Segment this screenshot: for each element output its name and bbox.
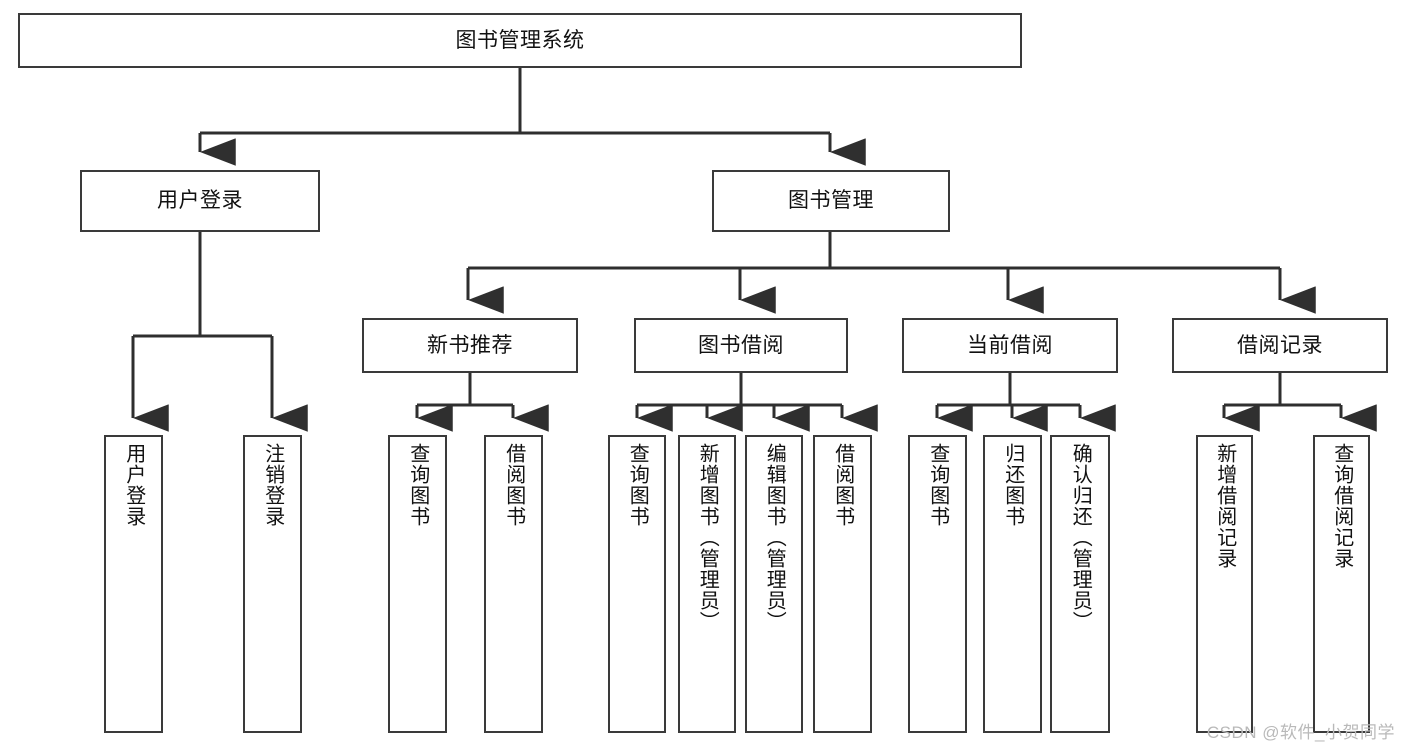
node-new-book-recommend-label: 新书推荐 [427, 333, 513, 357]
leaf-edit-book[interactable]: 编辑图书（管理员） [745, 435, 803, 733]
node-user-login[interactable]: 用户登录 [80, 170, 320, 232]
node-borrow-record[interactable]: 借阅记录 [1172, 318, 1388, 373]
leaf-query-borrow-record[interactable]: 查询借阅记录 [1313, 435, 1370, 733]
node-root-label: 图书管理系统 [455, 28, 585, 52]
leaf-query-book-borrow-label: 查询图书 [626, 443, 649, 527]
leaf-add-book[interactable]: 新增图书（管理员） [678, 435, 736, 733]
leaf-query-book-current-label: 查询图书 [926, 443, 949, 527]
node-book-borrow[interactable]: 图书借阅 [634, 318, 848, 373]
leaf-user-logout[interactable]: 注销登录 [243, 435, 302, 733]
node-user-login-label: 用户登录 [157, 189, 243, 213]
leaf-user-logout-label: 注销登录 [261, 443, 284, 527]
leaf-add-borrow-record-label: 新增借阅记录 [1213, 443, 1236, 569]
node-book-management-label: 图书管理 [788, 189, 874, 213]
leaf-user-login[interactable]: 用户登录 [104, 435, 163, 733]
leaf-borrow-book[interactable]: 借阅图书 [813, 435, 872, 733]
leaf-query-book-borrow[interactable]: 查询图书 [608, 435, 666, 733]
csdn-watermark: CSDN @软件_小贺同学 [1206, 723, 1395, 742]
node-root[interactable]: 图书管理系统 [18, 13, 1022, 68]
leaf-confirm-return[interactable]: 确认归还（管理员） [1050, 435, 1110, 733]
leaf-return-book-label: 归还图书 [1001, 443, 1024, 527]
node-book-borrow-label: 图书借阅 [698, 333, 784, 357]
leaf-borrow-book-new-label: 借阅图书 [502, 443, 525, 527]
leaf-return-book[interactable]: 归还图书 [983, 435, 1042, 733]
leaf-borrow-book-new[interactable]: 借阅图书 [484, 435, 543, 733]
node-current-borrow[interactable]: 当前借阅 [902, 318, 1118, 373]
node-book-management[interactable]: 图书管理 [712, 170, 950, 232]
leaf-add-borrow-record[interactable]: 新增借阅记录 [1196, 435, 1253, 733]
node-current-borrow-label: 当前借阅 [967, 333, 1053, 357]
leaf-user-login-label: 用户登录 [122, 443, 145, 527]
leaf-query-borrow-record-label: 查询借阅记录 [1330, 443, 1353, 569]
leaf-query-book-new-label: 查询图书 [406, 443, 429, 527]
leaf-confirm-return-label: 确认归还（管理员） [1069, 443, 1092, 632]
leaf-query-book-new[interactable]: 查询图书 [388, 435, 447, 733]
leaf-borrow-book-label: 借阅图书 [831, 443, 854, 527]
leaf-query-book-current[interactable]: 查询图书 [908, 435, 967, 733]
leaf-add-book-label: 新增图书（管理员） [696, 443, 719, 632]
node-new-book-recommend[interactable]: 新书推荐 [362, 318, 578, 373]
leaf-edit-book-label: 编辑图书（管理员） [763, 443, 786, 632]
node-borrow-record-label: 借阅记录 [1237, 333, 1323, 357]
